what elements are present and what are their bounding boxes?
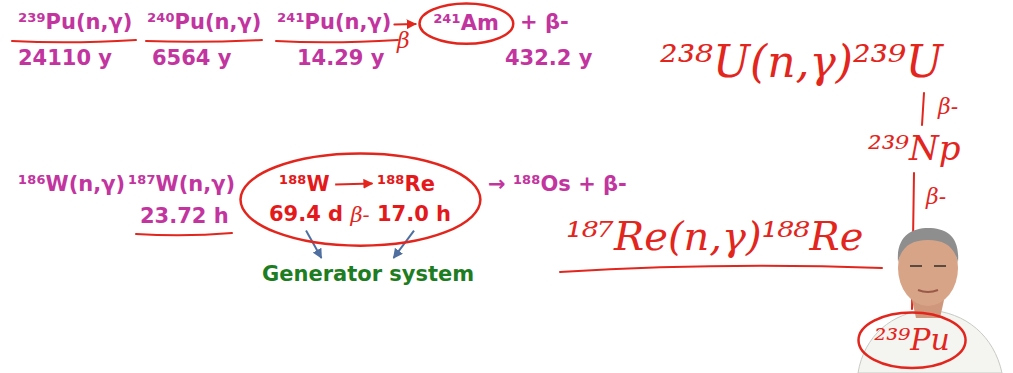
hand-drawn-circle bbox=[858, 312, 965, 367]
reaction-step: ²³⁹Pu(n,γ) bbox=[18, 10, 132, 35]
reaction-step: ²⁴¹Pu(n,γ) bbox=[277, 10, 391, 35]
handwritten-beta: β bbox=[397, 28, 410, 54]
circled-nuclide: ²⁴¹Am bbox=[418, 2, 515, 45]
half-life: 14.29 y bbox=[297, 46, 384, 71]
hand-drawn-circle bbox=[240, 154, 480, 246]
circle-outline bbox=[239, 152, 482, 247]
node-text: 17.0 h bbox=[377, 202, 451, 227]
node-content: ²³⁹Pu bbox=[874, 322, 950, 358]
handwritten-nuclide: ²³⁹Np bbox=[868, 128, 960, 169]
node-content: ²⁴¹Am bbox=[433, 11, 499, 36]
handwritten-reaction: ²³⁸U(n,γ)²³⁹U bbox=[660, 36, 943, 89]
decay-product: → ¹⁸⁸Os + β- bbox=[488, 172, 627, 197]
handwritten-beta: β- bbox=[350, 203, 369, 228]
reaction-step: ²⁴⁰Pu(n,γ) bbox=[147, 10, 261, 35]
node-text: ¹⁸⁸Re bbox=[377, 172, 435, 197]
half-life: 23.72 h bbox=[140, 204, 229, 229]
node-content: ¹⁸⁸W 69.4 d ¹⁸⁸Re 17.0 h bbox=[269, 172, 451, 227]
handwritten-underline bbox=[276, 40, 398, 42]
handwritten-underline bbox=[560, 266, 882, 272]
half-life: 6564 y bbox=[152, 46, 231, 71]
circled-nuclide: ²³⁹Pu bbox=[857, 311, 967, 369]
node-text: ²⁴¹Am bbox=[433, 11, 499, 36]
node-text: 69.4 d bbox=[269, 202, 343, 227]
handwritten-underline bbox=[12, 40, 136, 42]
generator-pair-circle: ¹⁸⁸W 69.4 d ¹⁸⁸Re 17.0 h bbox=[239, 152, 482, 247]
handwritten-reaction: ¹⁸⁷Re(n,γ)¹⁸⁸Re bbox=[566, 212, 863, 260]
half-life: 24110 y bbox=[18, 46, 112, 71]
node-text: ²³⁹Pu bbox=[874, 322, 950, 358]
handwritten-decay-line bbox=[922, 93, 924, 125]
handwritten-underline bbox=[136, 233, 232, 235]
handwritten-arrow bbox=[335, 184, 372, 185]
handwritten-beta: β- bbox=[938, 94, 958, 120]
presenter-figure bbox=[858, 228, 1002, 373]
handwritten-underline bbox=[146, 40, 262, 42]
half-life: 432.2 y bbox=[505, 46, 592, 71]
reaction-step: ¹⁸⁷W(n,γ) bbox=[128, 172, 235, 197]
handwritten-beta: β- bbox=[926, 184, 946, 210]
node-text: ¹⁸⁸W bbox=[279, 172, 330, 197]
reaction-step: ¹⁸⁶W(n,γ) bbox=[18, 172, 125, 197]
handwritten-arrow bbox=[394, 23, 415, 26]
hand-drawn-circle bbox=[419, 4, 513, 44]
generator-label: Generator system bbox=[262, 262, 474, 287]
decay-product: + β- bbox=[520, 10, 569, 35]
